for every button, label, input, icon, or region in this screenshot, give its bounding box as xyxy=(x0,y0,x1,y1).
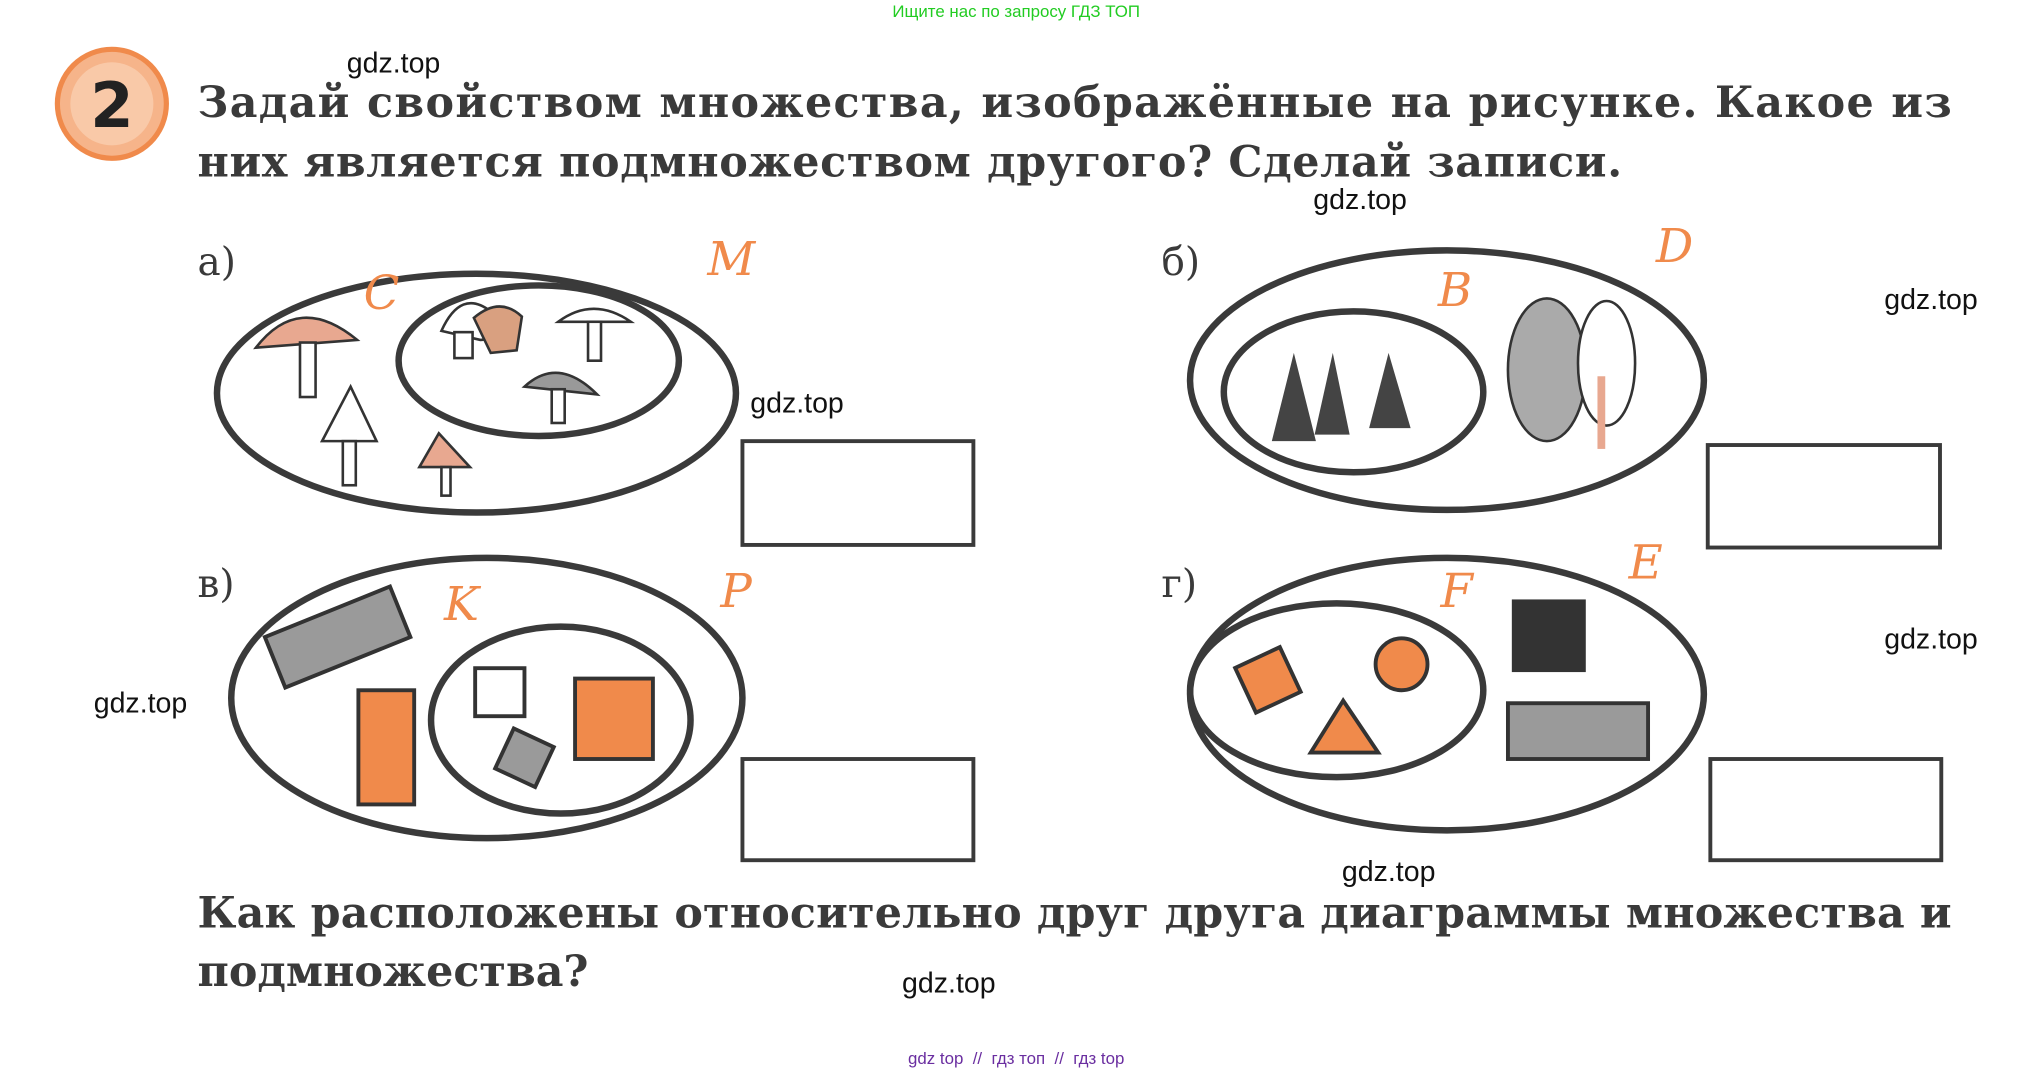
set-C-ellipse xyxy=(395,282,683,440)
gray-rhombus xyxy=(492,725,557,790)
set-K-ellipse xyxy=(227,554,746,842)
mushroom-icon xyxy=(253,301,636,497)
watermark: gdz.top xyxy=(1884,624,1978,656)
fir-tree-icon xyxy=(1271,352,1411,442)
orange-circle xyxy=(1373,636,1430,693)
panel-c-label: в) xyxy=(198,562,235,607)
set-B-label: B xyxy=(1437,264,1472,318)
panel-d: г) F E xyxy=(1162,537,1944,863)
panel-a-label: а) xyxy=(198,240,236,285)
gray-rectangle-d xyxy=(1505,701,1651,761)
question-line1: Как расположены относительно друг друга … xyxy=(198,889,1952,939)
watermark: gdz.top xyxy=(1884,284,1978,316)
panel-a: а) C M xyxy=(198,233,976,547)
gray-rectangle xyxy=(262,583,413,691)
panel-d-label: г) xyxy=(1162,562,1198,607)
set-P-label: P xyxy=(719,565,753,619)
set-P-ellipse xyxy=(427,623,694,817)
panel-b-label: б) xyxy=(1162,240,1201,285)
set-M-label: M xyxy=(706,233,756,287)
watermark: gdz.top xyxy=(347,48,441,80)
watermark: gdz.top xyxy=(902,968,996,1000)
task-text-line1: Задай свойством множества, изображённые … xyxy=(198,78,1952,128)
orange-rhombus xyxy=(1232,644,1304,716)
set-B-ellipse xyxy=(1220,308,1487,476)
white-square xyxy=(473,666,527,719)
orange-square xyxy=(573,676,655,761)
set-K-label: K xyxy=(443,578,482,632)
set-F-ellipse xyxy=(1186,600,1487,781)
set-C-label: C xyxy=(364,267,400,321)
orange-rectangle xyxy=(356,688,417,807)
set-D-label: D xyxy=(1655,220,1693,274)
black-square xyxy=(1511,599,1586,673)
watermark: gdz.top xyxy=(1342,856,1436,888)
task-number: 2 xyxy=(90,69,133,142)
set-F-label: F xyxy=(1439,565,1474,619)
question-line2: подмножества? xyxy=(198,947,589,997)
watermark: gdz.top xyxy=(1313,184,1407,216)
task-text-line2: них является подмножеством другого? Сдел… xyxy=(198,137,1623,187)
watermarks: gdz.top gdz.top gdz.top gdz.top gdz.top … xyxy=(94,48,1978,1000)
watermark: gdz.top xyxy=(94,687,188,719)
panel-b: б) B D xyxy=(1162,220,1942,550)
panel-c: в) K P xyxy=(198,554,976,863)
answer-box-d[interactable] xyxy=(1708,757,1944,863)
search-banner[interactable]: Ищите нас по запросу ГДЗ ТОП xyxy=(892,2,1140,21)
answer-box-b[interactable] xyxy=(1705,443,1942,550)
answer-box-a[interactable] xyxy=(740,439,976,547)
orange-triangle xyxy=(1307,697,1382,755)
watermark: gdz.top xyxy=(750,388,844,420)
footer-links[interactable]: gdz top // гдз топ // гдз top xyxy=(908,1049,1124,1068)
set-D-ellipse xyxy=(1186,247,1708,514)
answer-box-c[interactable] xyxy=(740,757,976,863)
set-M-ellipse xyxy=(213,270,740,516)
task-number-badge: 2 xyxy=(54,46,169,161)
deciduous-tree-icon xyxy=(1506,297,1637,449)
set-E-label: E xyxy=(1628,537,1663,591)
